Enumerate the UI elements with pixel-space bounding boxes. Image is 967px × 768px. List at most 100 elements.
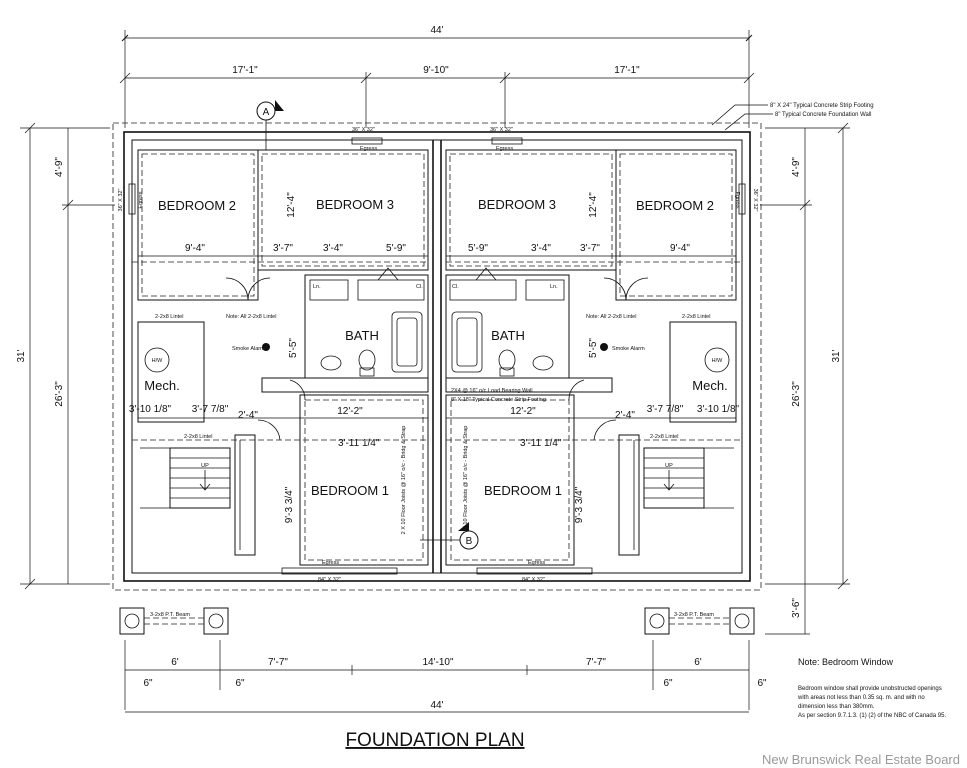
left-hall-width: 12'-2"	[337, 406, 363, 417]
right-smoke-alarm-icon	[600, 343, 608, 351]
right-d-3-7: 3'-7"	[580, 243, 600, 254]
right-side-egress: Egress	[734, 191, 740, 208]
left-bedroom-2-label: BEDROOM 2	[158, 198, 236, 213]
dim-top-right: 17'-1"	[614, 65, 640, 76]
left-lintel-note: Note: All 2-2x8 Lintel	[226, 314, 276, 320]
right-side-lower: 26'-3"	[791, 381, 802, 407]
left-bed2-width: 9'-4"	[185, 243, 205, 254]
left-overall-depth: 31'	[16, 349, 27, 362]
left-unit	[128, 137, 429, 575]
left-bedroom-3-label: BEDROOM 3	[316, 197, 394, 212]
right-window-84x32: 84" X 32"	[522, 577, 545, 583]
left-side-egress: Egress	[138, 191, 144, 208]
left-bed1-depth: 9'-3 3/4"	[284, 486, 295, 523]
right-d-3-4: 3'-4"	[531, 243, 551, 254]
dim-overall-width-bottom: 44'	[430, 700, 443, 711]
top-dimensions: 44' 17'-1" 9'-10" 17'-1"	[119, 25, 755, 128]
right-bed2-width: 9'-4"	[670, 243, 690, 254]
left-d-5-9: 5'-9"	[386, 243, 406, 254]
right-hw-label: H/W	[712, 358, 724, 364]
dim-overall-width-top: 44'	[430, 25, 443, 36]
bot-dim-6in-c: 6"	[663, 678, 673, 689]
porch-piers: 3-2x8 P.T. Beam 3-2x8 P.T. Beam	[119, 607, 755, 635]
structural-annotations: Note: All 2-2x8 Lintel Note: All 2-2x8 L…	[118, 127, 758, 583]
dim-top-mid: 9'-10"	[423, 65, 449, 76]
left-joists-label: 2 X 10 Floor Joists @ 16" o/c - Bridg & …	[401, 426, 407, 535]
bot-dim-7-7-right: 7'-7"	[586, 657, 606, 668]
left-cl-label: Cl.	[416, 284, 423, 290]
bedroom-note-line-4: As per section 9.7.1.3. (1) (2) of the N…	[798, 713, 946, 719]
left-up-label: UP	[201, 463, 209, 469]
bedroom-note-line-2: with areas not less than 0.35 sq. m. and…	[797, 695, 925, 701]
interior-dimensions: 9'-4" 3'-7" 3'-4" 5'-9" 5'-9" 3'-4" 3'-7…	[129, 192, 740, 523]
right-egress-top: Egress	[496, 146, 513, 152]
left-beam-label: 3-2x8 P.T. Beam	[150, 612, 190, 618]
bedroom-window-note: Note: Bedroom Window Bedroom window shal…	[797, 657, 946, 719]
left-side-lower: 26'-3"	[54, 381, 65, 407]
foundation-walls	[112, 122, 762, 591]
left-side-upper: 4'-9"	[54, 157, 65, 177]
left-mech-label: Mech.	[144, 378, 179, 393]
right-d-2-4: 2'-4"	[615, 410, 635, 421]
right-d-5-9: 5'-9"	[468, 243, 488, 254]
right-d-3-7-78: 3'-7 7/8"	[647, 404, 684, 415]
right-bath-label: BATH	[491, 328, 525, 343]
dim-top-left: 17'-1"	[232, 65, 258, 76]
section-marker-b: B	[420, 522, 479, 550]
right-ln-label: Ln.	[550, 284, 558, 290]
left-d-3-7-78: 3'-7 7/8"	[192, 404, 229, 415]
right-up-label: UP	[665, 463, 673, 469]
right-bath-depth: 5'-5"	[588, 338, 599, 358]
left-egress-bottom: Egress	[322, 560, 339, 566]
bedroom-note-line-3: dimension less than 380mm.	[798, 704, 875, 710]
right-window-36x32: 36" X 32"	[490, 127, 513, 133]
section-b-label: B	[466, 536, 473, 547]
right-hall-width: 12'-2"	[510, 406, 536, 417]
right-bedroom-1-label: BEDROOM 1	[484, 483, 562, 498]
right-d-3-11: 3'-11 1/4"	[520, 438, 562, 449]
bot-dim-6in-d: 6"	[757, 678, 767, 689]
section-marker-a: A	[256, 100, 284, 150]
right-cl-label: Cl.	[452, 284, 459, 290]
right-bed1-depth: 9'-3 3/4"	[574, 486, 585, 523]
right-d-3-10: 3'-10 1/8"	[697, 404, 740, 415]
bot-dim-6in-b: 6"	[235, 678, 245, 689]
left-lintel-2: 2-2x8 Lintel	[184, 434, 212, 440]
right-beam-label: 3-2x8 P.T. Beam	[674, 612, 714, 618]
plan-title: FOUNDATION PLAN	[345, 730, 524, 751]
left-side-window: 36" X 32"	[118, 189, 124, 212]
watermark: New Brunswick Real Estate Board	[762, 752, 960, 767]
right-smoke-alarm-label: Smoke Alarm	[612, 346, 645, 352]
section-a-label: A	[263, 107, 270, 118]
right-bed3-depth: 12'-4"	[588, 192, 599, 218]
bot-dim-6-left: 6'	[171, 657, 179, 668]
left-window-36x32: 36" X 32"	[352, 127, 375, 133]
side-dimensions: 31' 4'-9" 26'-3" 31' 4'-9" 26'-3" 3'-6"	[16, 122, 850, 635]
footing-label: 8" X 24" Typical Concrete Strip Footing	[770, 103, 874, 109]
left-window-84x32: 84" X 32"	[318, 577, 341, 583]
right-mech-label: Mech.	[692, 378, 727, 393]
right-side-upper: 4'-9"	[791, 157, 802, 177]
right-side-window: 36" X 32"	[752, 189, 758, 212]
right-lintel-2: 2-2x8 Lintel	[650, 434, 678, 440]
bot-dim-14-10: 14'-10"	[422, 657, 453, 668]
left-lintel-1: 2-2x8 Lintel	[155, 314, 183, 320]
room-labels: BEDROOM 2 BEDROOM 3 BEDROOM 3 BEDROOM 2 …	[144, 197, 727, 498]
right-unit	[445, 137, 746, 575]
footing-note: 8" X 24" Typical Concrete Strip Footing …	[711, 103, 874, 131]
left-bed3-depth: 12'-4"	[286, 192, 297, 218]
bot-dim-7-7-left: 7'-7"	[268, 657, 288, 668]
right-bedroom-3-label: BEDROOM 3	[478, 197, 556, 212]
left-ln-label: Ln.	[313, 284, 321, 290]
left-d-3-4: 3'-4"	[323, 243, 343, 254]
foundation-wall-label: 8" Typical Concrete Foundation Wall	[775, 112, 872, 118]
left-bath-depth: 5'-5"	[288, 338, 299, 358]
bedroom-note-line-1: Bedroom window shall provide unobstructe…	[798, 686, 942, 692]
load-footing-label: 8" X 18" Typical Concrete Strip Footing	[451, 397, 546, 403]
right-egress-bottom: Egress	[528, 560, 545, 566]
right-lintel-1: 2-2x8 Lintel	[682, 314, 710, 320]
right-lintel-note: Note: All 2-2x8 Lintel	[586, 314, 636, 320]
left-egress-top: Egress	[360, 146, 377, 152]
left-d-3-10: 3'-10 1/8"	[129, 404, 172, 415]
